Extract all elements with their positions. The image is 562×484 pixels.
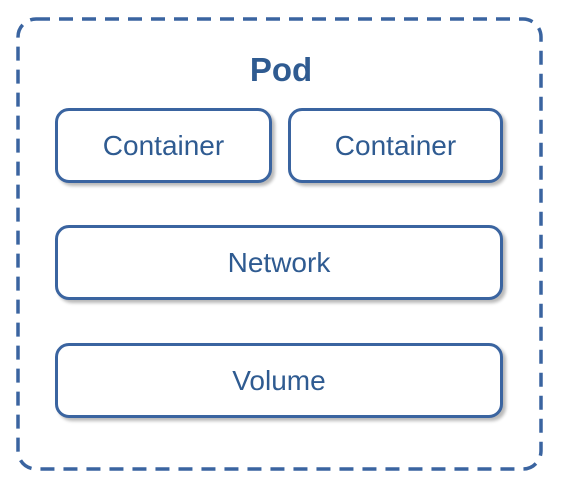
pod-dashed-border (16, 17, 543, 471)
network-box: Network (55, 225, 503, 300)
container-box-2: Container (288, 108, 503, 183)
container-box-1: Container (55, 108, 272, 183)
pod-title: Pod (249, 51, 313, 88)
volume-box: Volume (55, 343, 503, 418)
